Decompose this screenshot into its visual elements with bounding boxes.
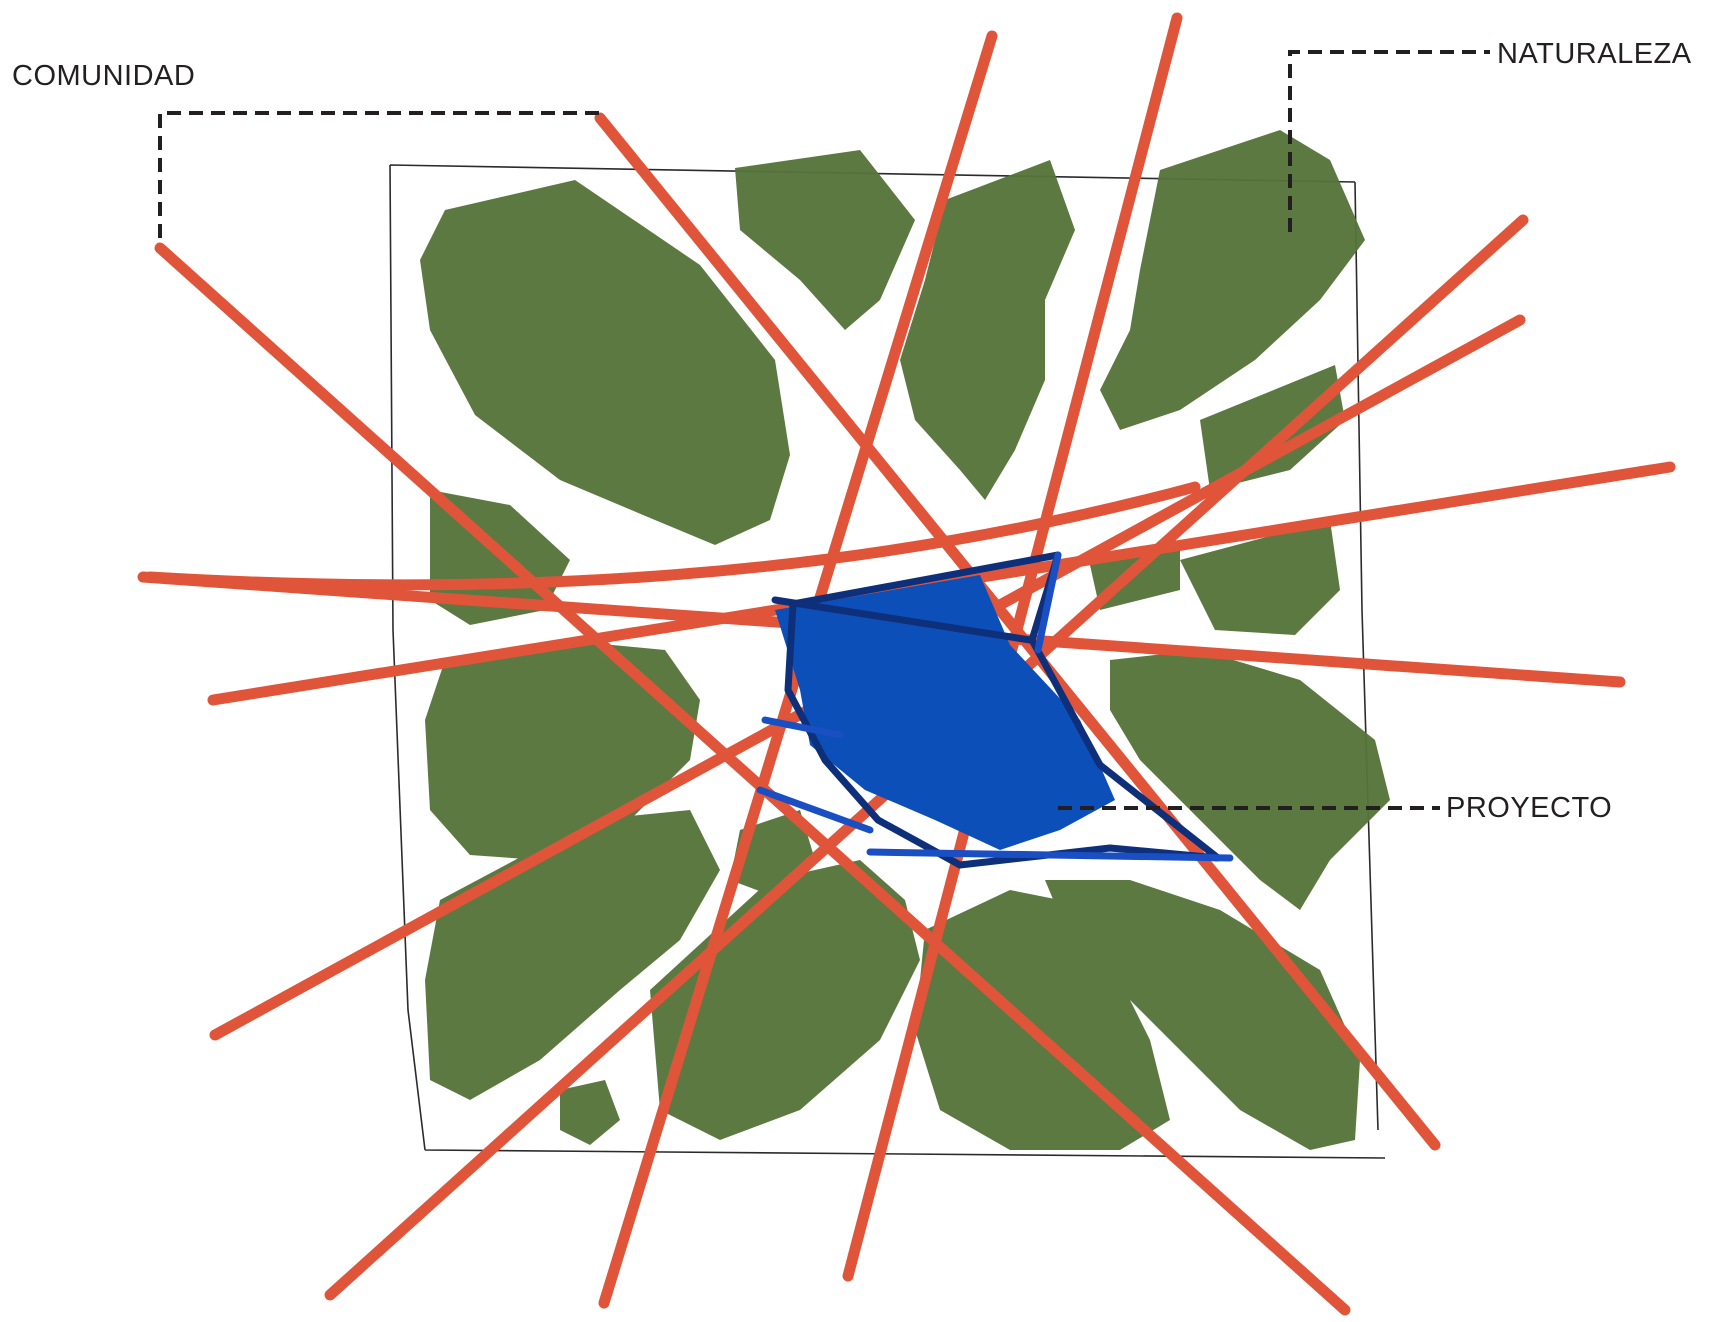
red-line-4 — [842, 12, 1183, 1282]
project-stroke-d — [771, 596, 1034, 644]
project-stroke-e — [1034, 551, 1062, 654]
red-line-9 — [144, 481, 1201, 591]
green-patch-n2 — [900, 160, 1075, 500]
green-patch-e1 — [1200, 365, 1345, 490]
leader-lines — [158, 50, 1490, 810]
leader-naturaleza — [1288, 50, 1490, 232]
green-patch-e3 — [1180, 520, 1340, 635]
project-shape — [756, 551, 1234, 869]
project-stroke-a — [761, 716, 844, 739]
project-stroke-c — [866, 848, 1234, 862]
label-naturaleza: NATURALEZA — [1497, 38, 1692, 70]
green-patch-nw — [420, 180, 790, 545]
project-outline — [756, 551, 1234, 869]
red-line-1 — [154, 242, 1351, 1316]
leader-comunidad — [158, 111, 600, 238]
project-fill — [775, 575, 1115, 850]
green-patch-sw2 — [560, 1080, 620, 1145]
green-patch-e4 — [1110, 650, 1390, 910]
green-patch-se1 — [915, 890, 1170, 1150]
label-comunidad: COMUNIDAD — [12, 60, 196, 92]
green-patch-n1 — [735, 150, 915, 330]
project-outline-main — [784, 551, 1222, 869]
label-proyecto: PROYECTO — [1446, 792, 1613, 824]
green-patch-ne — [1100, 130, 1365, 430]
project-stroke-b — [756, 786, 874, 834]
